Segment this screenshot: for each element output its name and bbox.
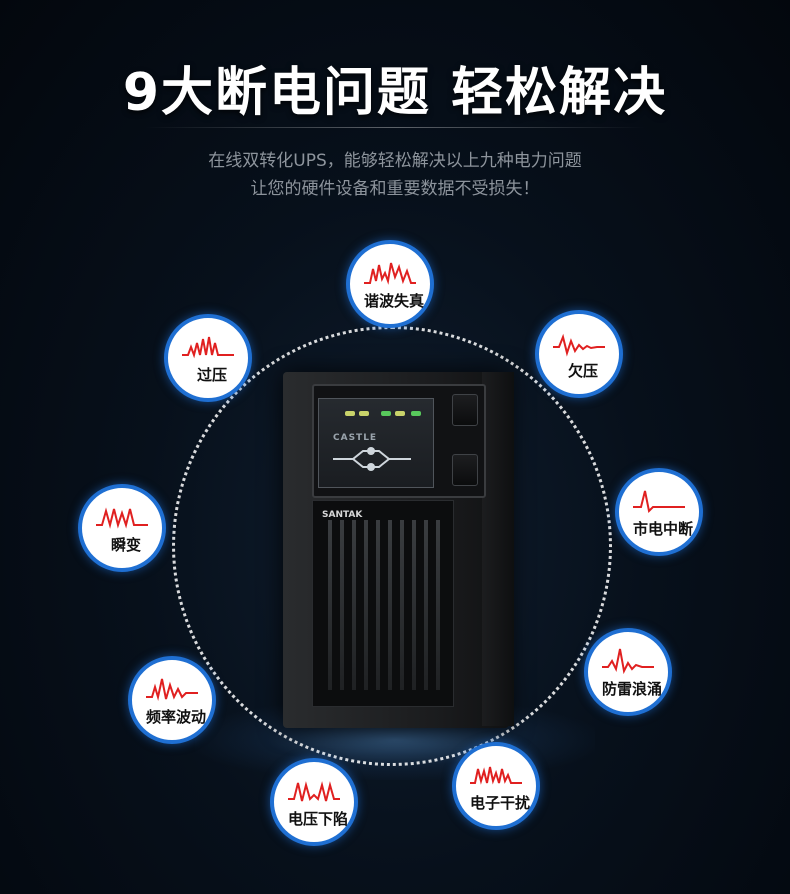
power-on-button[interactable] [452, 394, 478, 426]
problem-label: 电压下陷 [287, 810, 348, 828]
problem-label: 市电中断 [632, 520, 693, 538]
grille-slat [364, 520, 368, 690]
grille-slat [436, 520, 440, 690]
power-outage-waveform-icon [633, 490, 685, 514]
problem-label: 防雷浪涌 [601, 680, 662, 698]
problem-label: 瞬变 [110, 536, 141, 554]
problem-label: 过压 [196, 366, 227, 384]
transient-waveform-icon [96, 507, 148, 529]
voltage-sag-waveform-icon [288, 781, 340, 802]
problem-label: 欠压 [567, 362, 598, 380]
overvoltage-waveform-icon [182, 336, 234, 359]
problem-badge-voltage-sag: 电压下陷 [270, 758, 358, 846]
undervoltage-waveform-icon [553, 333, 605, 357]
problem-badge-electronic-interference: 电子干扰 [452, 742, 540, 830]
subtitle-line-1: 在线双转化UPS，能够轻松解决以上九种电力问题 [208, 151, 582, 171]
function-button[interactable] [452, 454, 478, 486]
grille-slat [412, 520, 416, 690]
lcd-flow-diagram [333, 411, 421, 471]
problem-label: 谐波失真 [363, 292, 424, 310]
grille-slat [376, 520, 380, 690]
lightning-surge-waveform-icon [602, 648, 654, 675]
ups-lcd-display [318, 398, 434, 488]
problem-badge-transient: 瞬变 [78, 484, 166, 572]
page-title: 9大断电问题 轻松解决 [122, 63, 668, 123]
problem-badge-power-outage: 市电中断 [615, 468, 703, 556]
ups-front-grille [312, 500, 454, 707]
ups-brand-logo: SANTAK [322, 510, 363, 520]
grille-slat [388, 520, 392, 690]
grille-slat [328, 520, 332, 690]
subtitle-line-2: 让您的硬件设备和重要数据不受损失！ [250, 179, 540, 199]
electronic-interference-waveform-icon [470, 766, 522, 785]
problem-label: 电子干扰 [469, 794, 530, 812]
problem-badge-harmonic-distortion: 谐波失真 [346, 240, 434, 328]
problem-badge-lightning-surge: 防雷浪涌 [584, 628, 672, 716]
harmonic-distortion-waveform-icon [364, 262, 416, 285]
ups-model-label: CASTLE [333, 433, 378, 443]
grille-slat [352, 520, 356, 690]
ups-side-panel [482, 372, 514, 726]
grille-slat [400, 520, 404, 690]
title-divider [145, 127, 645, 128]
frequency-fluctuation-waveform-icon [146, 678, 198, 701]
problem-label: 频率波动 [145, 708, 206, 726]
grille-slat [424, 520, 428, 690]
problem-badge-undervoltage: 欠压 [535, 310, 623, 398]
problem-badge-frequency-fluctuation: 频率波动 [128, 656, 216, 744]
grille-slat [340, 520, 344, 690]
problem-badge-overvoltage: 过压 [164, 314, 252, 402]
